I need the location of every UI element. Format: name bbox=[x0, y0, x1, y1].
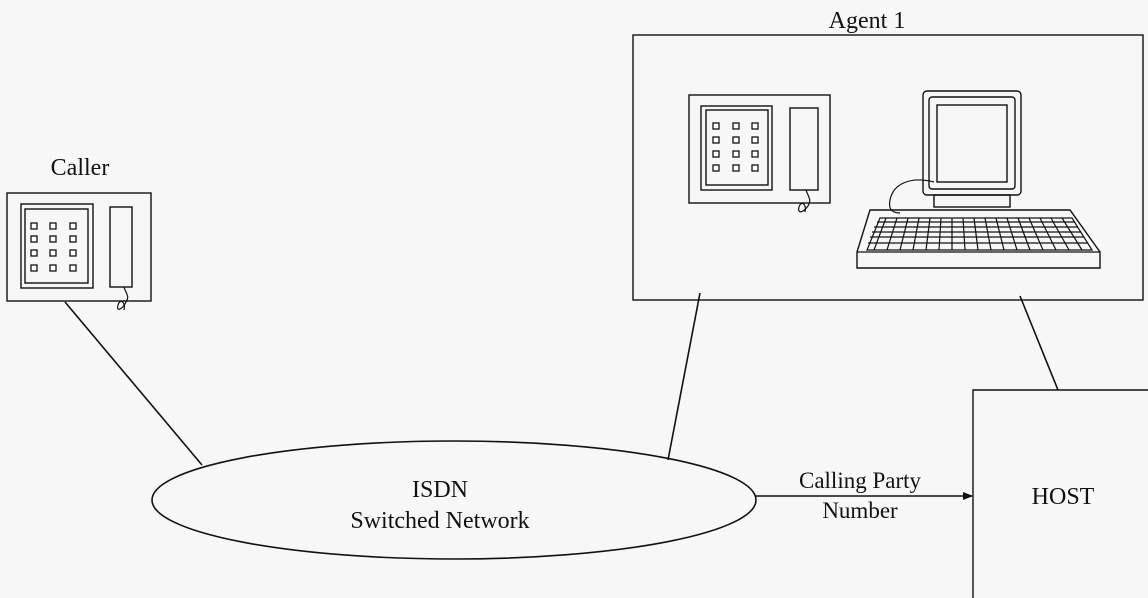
computer-terminal-icon bbox=[856, 90, 1101, 269]
calling-party-label-line1: Calling Party bbox=[799, 468, 922, 493]
caller-phone-icon bbox=[6, 192, 152, 311]
agent-phone-cord bbox=[798, 189, 811, 213]
isdn-network-ellipse bbox=[151, 440, 757, 560]
monitor-stand bbox=[933, 194, 1011, 208]
agent-label: Agent 1 bbox=[829, 8, 906, 34]
caller-handset bbox=[109, 206, 133, 288]
host-box bbox=[972, 389, 1148, 598]
agent-workstation-box bbox=[632, 34, 1144, 301]
host-label: HOST bbox=[1032, 484, 1095, 510]
keyboard-icon bbox=[856, 209, 1101, 269]
caller-phone-cord bbox=[117, 286, 129, 311]
agent-network-link bbox=[667, 292, 701, 461]
caller-keypad bbox=[30, 222, 77, 272]
network-label-line2: Switched Network bbox=[350, 508, 529, 534]
caller-label: Caller bbox=[51, 155, 110, 181]
agent-phone-icon bbox=[688, 94, 831, 213]
network-label-line1: ISDN bbox=[412, 477, 468, 503]
keyboard-cable bbox=[888, 179, 935, 214]
calling-party-label-line2: Number bbox=[822, 498, 898, 523]
agent-keypad bbox=[712, 122, 759, 172]
caller-network-link bbox=[64, 301, 203, 466]
computer-host-link bbox=[1019, 295, 1059, 391]
agent-handset bbox=[789, 107, 819, 191]
